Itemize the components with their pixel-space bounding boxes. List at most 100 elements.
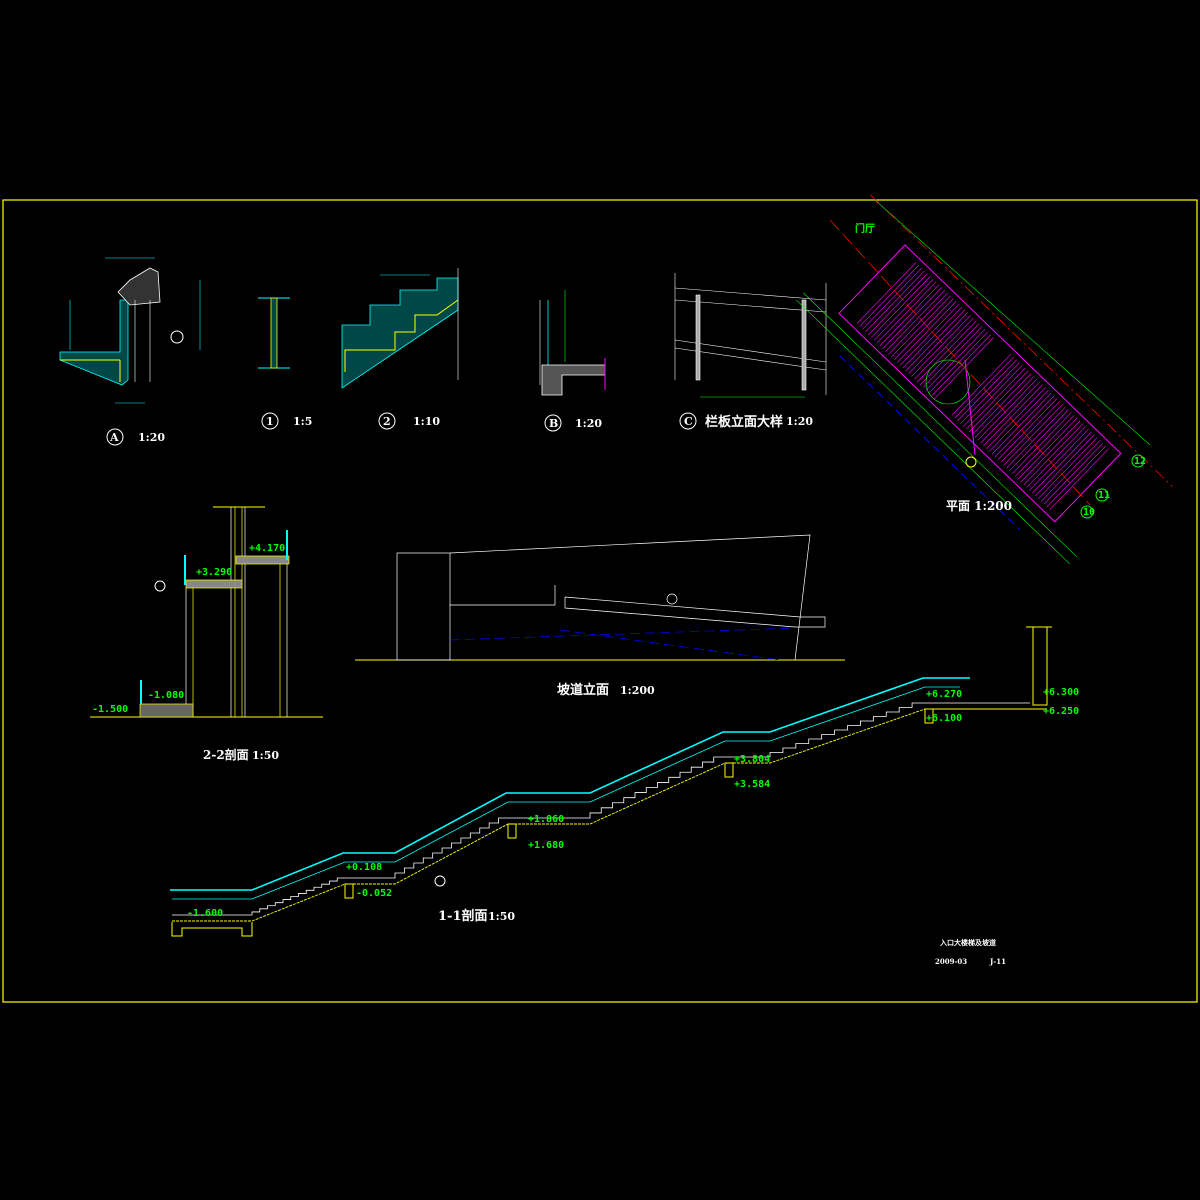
level-0108: +0.108 bbox=[346, 862, 382, 873]
plan-step-line bbox=[1003, 403, 1063, 466]
detail-a: A 1:20 bbox=[59, 257, 201, 446]
level-neg-1080: -1.080 bbox=[148, 690, 184, 701]
plan-step-line bbox=[960, 362, 1020, 424]
stair-soffit bbox=[172, 708, 1030, 922]
drawing-frame bbox=[2, 199, 1198, 1003]
level-neg-0052: -0.052 bbox=[356, 888, 392, 899]
plan-step-line bbox=[1049, 448, 1109, 511]
detail-c-scale: 1:20 bbox=[786, 415, 813, 428]
detail-1-mark: 1 bbox=[266, 415, 274, 428]
plan-step-line bbox=[1037, 437, 1098, 499]
plan-step-line bbox=[908, 312, 968, 374]
section-2-2-scale: 1:50 bbox=[252, 749, 279, 762]
plan-step-line bbox=[1006, 406, 1066, 469]
detail-b-mark: B bbox=[549, 417, 558, 430]
plan-step-line bbox=[859, 265, 920, 327]
level-6250: +6.250 bbox=[1043, 706, 1079, 717]
plan-step-line bbox=[934, 337, 994, 399]
detail-c-title: 栏板立面大样 bbox=[705, 414, 783, 430]
plan-step-line bbox=[862, 267, 922, 330]
level-neg-1600: -1.600 bbox=[187, 908, 223, 919]
plan-step-line bbox=[1046, 445, 1107, 508]
detail-2: 2 1:10 bbox=[341, 268, 459, 430]
level-4170: +4.170 bbox=[249, 543, 285, 554]
plan-step-line bbox=[997, 398, 1058, 460]
plan-step-line bbox=[991, 392, 1052, 455]
detail-2-scale: 1:10 bbox=[413, 415, 440, 428]
level-3584: +3.584 bbox=[734, 779, 770, 790]
plan-step-line bbox=[879, 284, 940, 347]
plan-step-line bbox=[882, 287, 943, 349]
plan-step-line bbox=[1014, 415, 1075, 477]
plan-step-line bbox=[965, 367, 1026, 430]
plan-stair-hatch bbox=[856, 262, 1109, 511]
plan-door-label: 门厅 bbox=[855, 222, 875, 235]
handrail-top bbox=[170, 677, 970, 891]
plan-step-line bbox=[1017, 417, 1078, 480]
plan-step-line bbox=[1040, 440, 1101, 502]
plan-step-line bbox=[865, 270, 925, 333]
plan-step-line bbox=[957, 359, 1017, 422]
section-2-2-title: 2-2剖面 bbox=[203, 747, 249, 762]
ramp-elevation-scale: 1:200 bbox=[620, 684, 655, 697]
detail-ref-marker bbox=[170, 330, 184, 344]
plan-title: 平面 1:200 bbox=[946, 499, 1012, 513]
plan-step-line bbox=[922, 326, 983, 388]
plan-step-line bbox=[891, 295, 951, 358]
plan-step-line bbox=[951, 353, 1012, 416]
plan-step-line bbox=[873, 278, 934, 341]
plan-axis-11: 11 bbox=[1098, 490, 1110, 501]
level-1860: +1.860 bbox=[528, 814, 564, 825]
level-3290: +3.290 bbox=[196, 567, 232, 578]
plan-step-line bbox=[896, 301, 957, 363]
detail-a-scale: 1:20 bbox=[138, 431, 165, 444]
plan-step-line bbox=[983, 384, 1043, 447]
detail-c-mark: C bbox=[684, 415, 693, 428]
detail-c bbox=[674, 273, 827, 430]
plan-step-line bbox=[902, 306, 963, 369]
detail-2-mark: 2 bbox=[383, 415, 391, 428]
level-neg-1500: -1.500 bbox=[92, 704, 128, 715]
plan-step-line bbox=[905, 309, 966, 372]
plan-step-line bbox=[980, 381, 1040, 444]
level-1680: +1.680 bbox=[528, 840, 564, 851]
section-1-1-scale: 1:50 bbox=[488, 910, 515, 923]
drawing-name: 入口大楼梯及坡道 bbox=[939, 938, 996, 947]
plan-step-line bbox=[1032, 431, 1092, 494]
ramp-elevation-title: 坡道立面 bbox=[557, 682, 609, 698]
landing-beam bbox=[724, 762, 734, 778]
plan-step-line bbox=[989, 390, 1049, 452]
plan-step-line bbox=[963, 365, 1023, 427]
plan-step-line bbox=[1043, 442, 1104, 505]
landing-beam bbox=[507, 823, 517, 839]
plan-step-line bbox=[911, 315, 971, 377]
plan-step-line bbox=[1035, 434, 1095, 497]
plan-axis-10: 10 bbox=[1083, 507, 1095, 518]
level-6270: +6.270 bbox=[926, 689, 962, 700]
plan-step-line bbox=[931, 334, 991, 397]
plan-step-line bbox=[914, 317, 974, 380]
plan-step-line bbox=[954, 356, 1014, 419]
plan-axis-12: 12 bbox=[1134, 456, 1146, 467]
plan-step-line bbox=[1029, 428, 1089, 491]
plan-step-line bbox=[899, 303, 960, 366]
plan-step-line bbox=[986, 387, 1046, 449]
ramp-elevation bbox=[355, 534, 845, 661]
plan-step-line bbox=[1023, 423, 1084, 486]
plan-step-line bbox=[876, 281, 937, 344]
detail-b: B 1:20 bbox=[539, 290, 606, 432]
level-3804: +3.804 bbox=[734, 754, 770, 765]
detail-a-mark-circle bbox=[106, 428, 124, 446]
plan-step-line bbox=[1009, 409, 1069, 472]
detail-b-scale: 1:20 bbox=[575, 417, 602, 430]
plan-step-line bbox=[917, 320, 977, 383]
detail-1-scale: 1:5 bbox=[293, 415, 312, 428]
plan-step-line bbox=[856, 262, 917, 324]
level-6300: +6.300 bbox=[1043, 687, 1079, 698]
section-1-1: -1.600 +0.108 -0.052 +1.860 +1.680 +3.80… bbox=[170, 626, 1079, 937]
plan-step-line bbox=[885, 290, 945, 352]
plan-step-line bbox=[994, 395, 1055, 458]
plan-step-line bbox=[888, 292, 948, 355]
plan-step-line bbox=[925, 328, 986, 391]
